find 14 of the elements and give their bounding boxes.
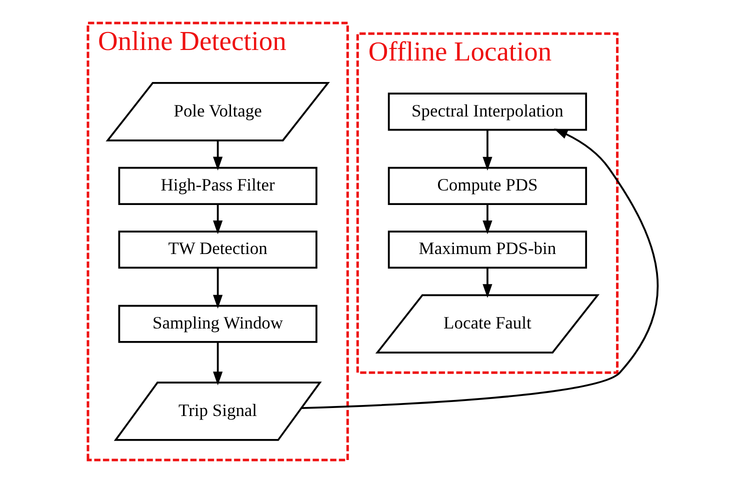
node-box: High-Pass Filter bbox=[118, 166, 317, 205]
arrow bbox=[212, 204, 222, 234]
arrow bbox=[212, 140, 222, 171]
node-box: Compute PDS bbox=[387, 166, 587, 205]
arrow bbox=[482, 204, 492, 234]
node-box: Maximum PDS-bin bbox=[387, 230, 587, 269]
arrow bbox=[482, 130, 492, 171]
arrow bbox=[212, 342, 222, 386]
arrow bbox=[301, 128, 658, 410]
node-box: Spectral Interpolation bbox=[387, 92, 587, 131]
arrow bbox=[212, 268, 222, 309]
arrow bbox=[482, 268, 492, 298]
node-box: Sampling Window bbox=[118, 304, 317, 343]
node-box: TW Detection bbox=[118, 230, 317, 269]
